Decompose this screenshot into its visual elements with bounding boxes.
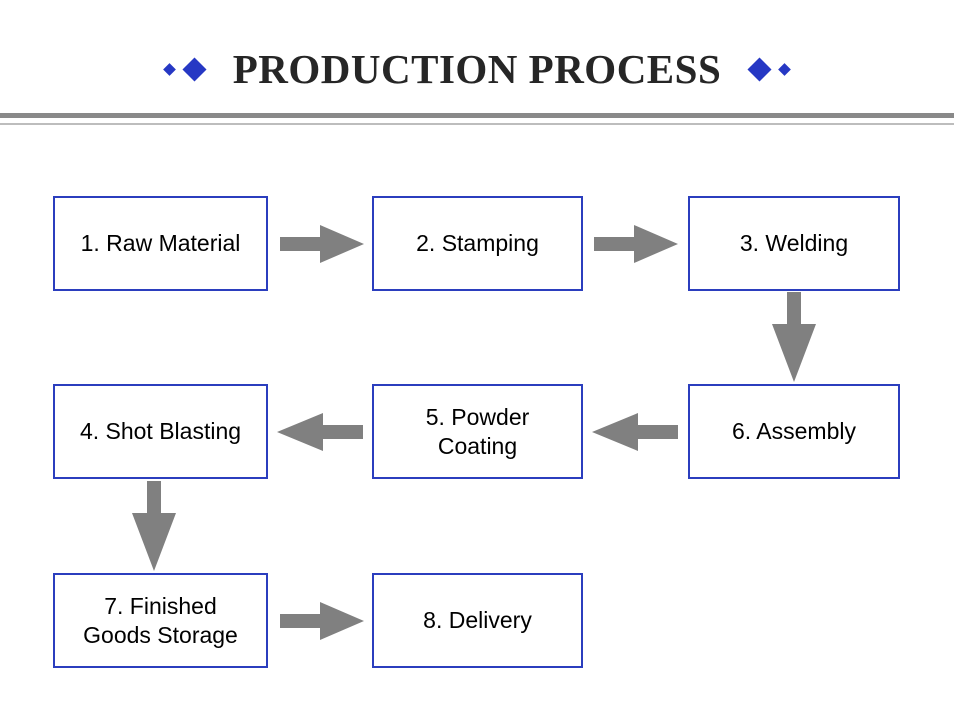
process-step-label: 3. Welding xyxy=(739,230,849,257)
process-step-box-7[interactable]: 7. Finished Goods Storage xyxy=(53,573,268,668)
process-step-label: 5. Powder Coating xyxy=(425,404,530,459)
title-decoration-right xyxy=(747,56,792,82)
process-step-label: 2. Stamping xyxy=(416,230,539,257)
title-divider-thick xyxy=(0,113,954,118)
process-step-box-5[interactable]: 5. Powder Coating xyxy=(372,384,583,479)
page-title: PRODUCTION PROCESS xyxy=(232,46,722,92)
arrow-right-icon-step1-to-step2 xyxy=(280,222,364,266)
arrow-left-icon-step5-to-step4 xyxy=(277,410,363,454)
process-step-label: 4. Shot Blasting xyxy=(79,418,242,445)
arrow-down-icon-step4-to-step7 xyxy=(130,481,178,571)
process-step-label: 6. Assembly xyxy=(732,418,856,445)
process-step-box-1[interactable]: 1. Raw Material xyxy=(53,196,268,291)
diamond-small-icon xyxy=(162,62,176,76)
diamond-small-icon xyxy=(778,62,792,76)
process-step-box-8[interactable]: 8. Delivery xyxy=(372,573,583,668)
title-divider-thin xyxy=(0,123,954,125)
diamond-large-icon xyxy=(747,56,772,82)
process-step-label: 7. Finished Goods Storage xyxy=(83,593,238,648)
slide-title-row: PRODUCTION PROCESS xyxy=(0,38,954,100)
arrow-right-icon-step2-to-step3 xyxy=(594,222,678,266)
process-step-box-4[interactable]: 4. Shot Blasting xyxy=(53,384,268,479)
arrow-down-icon-step3-to-step6 xyxy=(770,292,818,382)
process-step-label: 8. Delivery xyxy=(423,607,532,634)
arrow-right-icon-step7-to-step8 xyxy=(280,599,364,643)
process-step-box-6[interactable]: 6. Assembly xyxy=(688,384,900,479)
process-step-box-2[interactable]: 2. Stamping xyxy=(372,196,583,291)
arrow-left-icon-step6-to-step5 xyxy=(592,410,678,454)
process-step-box-3[interactable]: 3. Welding xyxy=(688,196,900,291)
process-step-label: 1. Raw Material xyxy=(80,230,241,257)
title-decoration-left xyxy=(162,56,207,82)
